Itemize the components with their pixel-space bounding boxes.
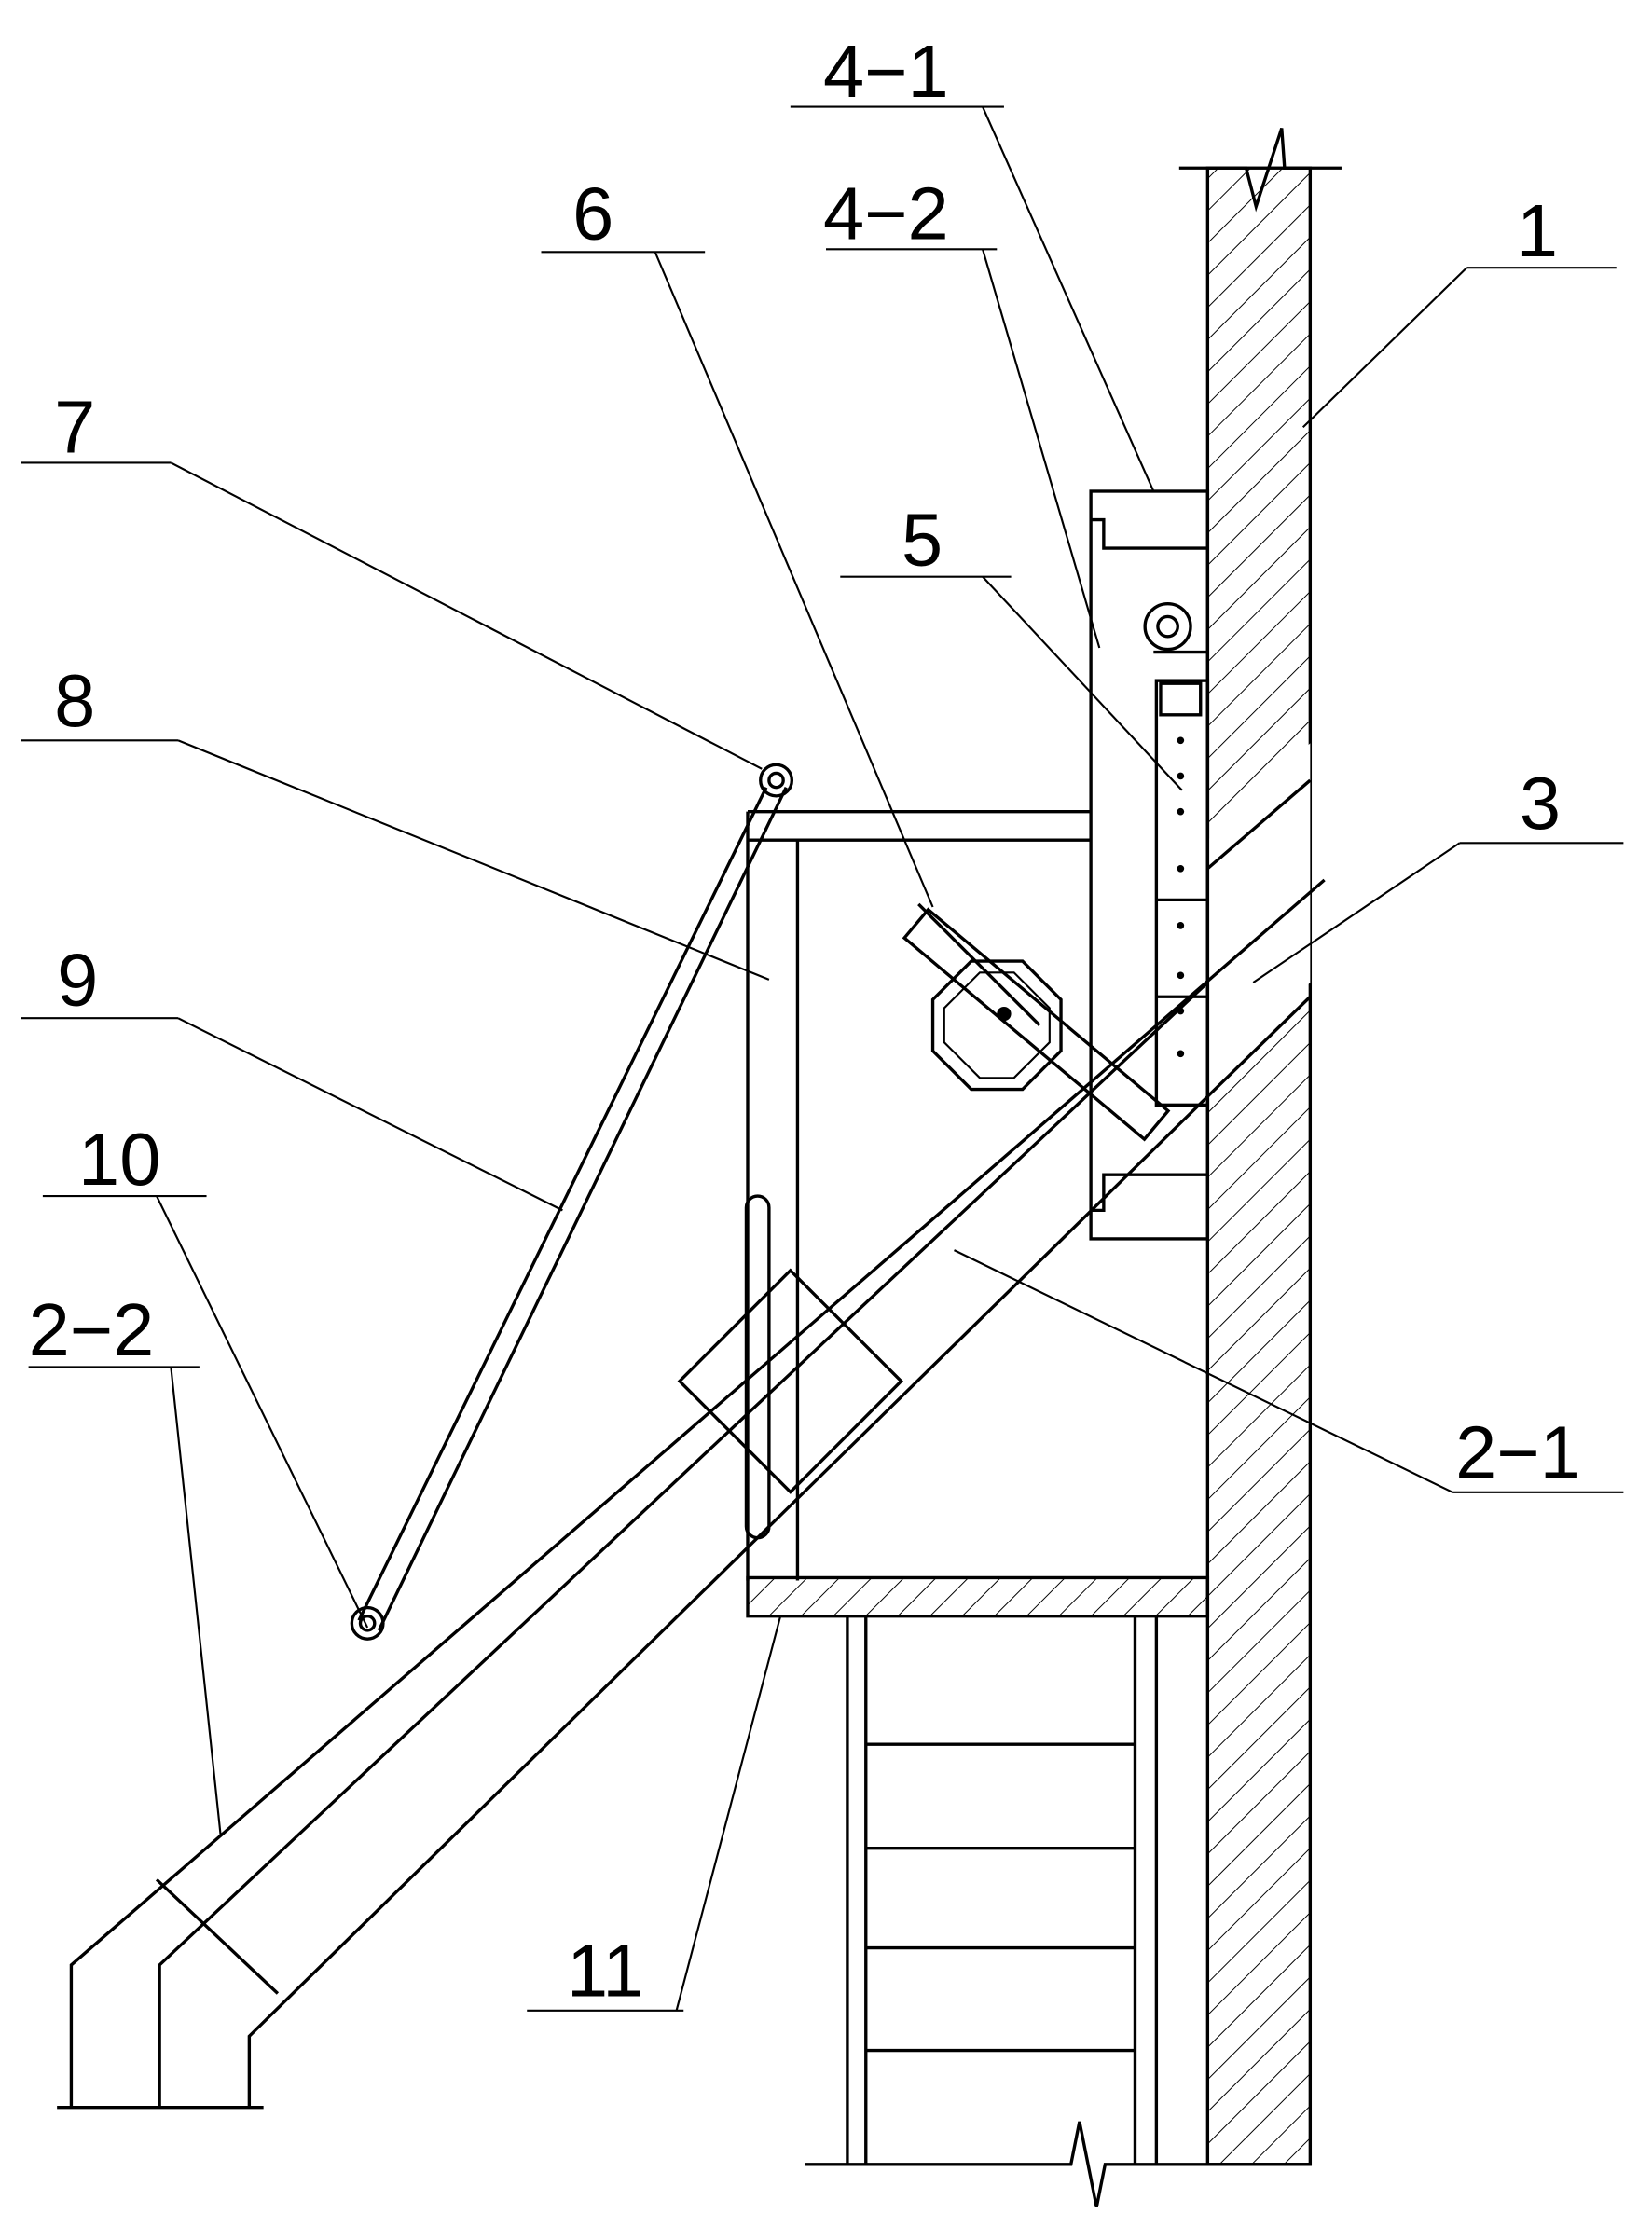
housing-4-1 (1089, 489, 1210, 1241)
label-6: 6 (572, 172, 613, 255)
label-11: 11 (567, 1930, 643, 2013)
label-7: 7 (54, 386, 95, 469)
label-10: 10 (78, 1118, 160, 1201)
stay-rod (350, 763, 794, 1641)
pulley-7 (759, 763, 794, 798)
label-5: 5 (902, 498, 943, 581)
ladder (805, 1615, 1311, 2207)
gate-valve-6 (902, 902, 1171, 1142)
wall (1178, 127, 1342, 2166)
label-2-2: 2−2 (29, 1288, 155, 1371)
chute (57, 878, 1326, 2110)
label-9: 9 (57, 938, 98, 1021)
label-1: 1 (1517, 189, 1558, 272)
label-4-2: 4−2 (823, 172, 949, 255)
label-8: 8 (54, 659, 95, 742)
label-3: 3 (1520, 762, 1561, 845)
drive-mechanism-5 (1143, 601, 1210, 1107)
label-2-1: 2−1 (1455, 1411, 1581, 1494)
leader-lines (21, 105, 1624, 2012)
platform (744, 809, 1210, 1618)
pulley-10 (350, 1605, 385, 1641)
label-4-1: 4−1 (823, 30, 949, 113)
